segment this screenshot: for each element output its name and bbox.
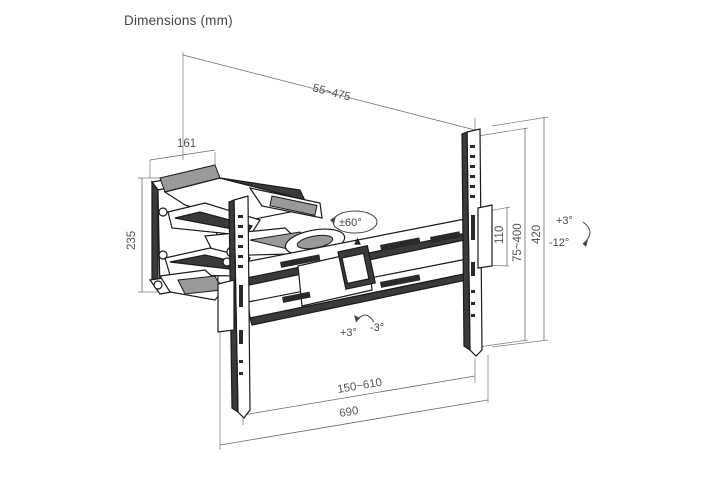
level-minus-label: -3°: [370, 322, 384, 334]
wall-mount-illustration: [148, 128, 493, 419]
tilt-indicator: +3° -12°: [549, 215, 591, 249]
dim-tv-bracket-height-label: 420: [531, 225, 543, 244]
level-plus-label: +3°: [340, 327, 357, 339]
dim-vesa-vertical-range: 75~400: [477, 127, 529, 348]
swivel-indicator: ±60°: [330, 210, 378, 234]
level-indicator: +3° -3°: [340, 314, 384, 339]
dim-tv-bracket-height: 420: [491, 116, 549, 348]
dim-wall-plate-width: 161: [149, 138, 216, 178]
dim-wall-plate-width-label: 161: [177, 138, 196, 150]
tilt-down-label: -12°: [549, 237, 569, 249]
dim-wall-plate-height-label: 235: [126, 231, 138, 250]
dim-vesa-vertical-small: 110: [477, 206, 511, 267]
dim-vesa-vertical-range-label: 75~400: [512, 223, 524, 262]
swivel-label: ±60°: [339, 217, 362, 229]
dim-arm-extension: 55~475: [182, 52, 476, 160]
dim-tv-bracket-width-label: 690: [339, 405, 360, 420]
dim-vesa-vertical-small-label: 110: [494, 226, 506, 244]
dim-wall-plate-height: 235: [126, 177, 160, 293]
page-title: Dimensions (mm): [124, 13, 233, 28]
dim-vesa-horizontal-range-label: 150~610: [337, 377, 383, 396]
dim-arm-extension-label: 55~475: [311, 82, 351, 103]
dim-tv-bracket-width: 690: [219, 330, 489, 450]
right-bracket-holes: [470, 145, 475, 317]
tilt-up-label: +3°: [556, 215, 573, 227]
left-bracket-holes: [238, 215, 243, 375]
